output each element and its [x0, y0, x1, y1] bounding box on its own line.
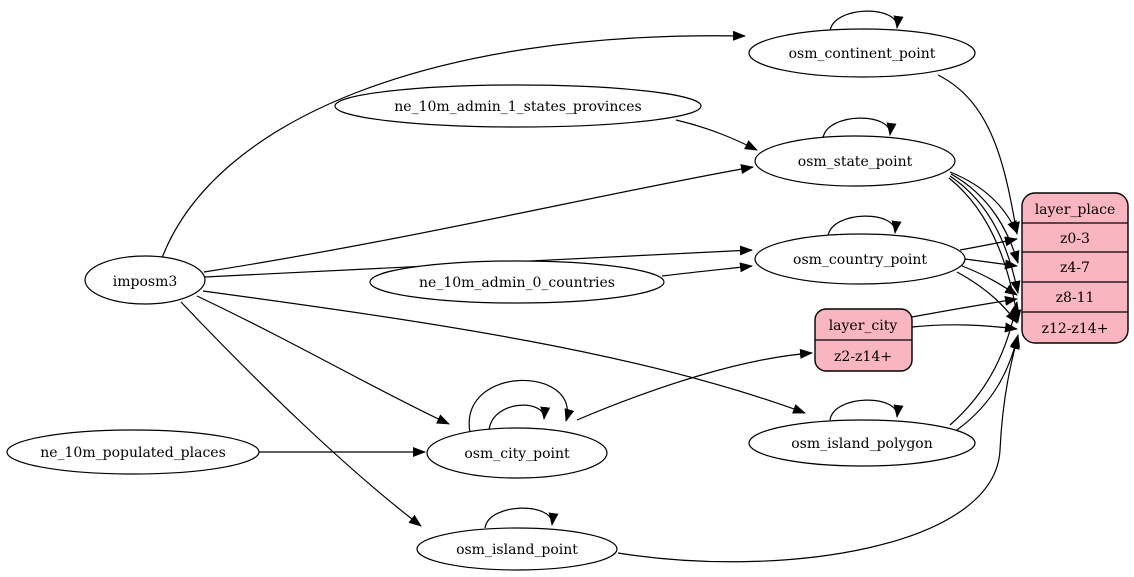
layer_place-shape [1021, 192, 1129, 344]
edge-osm_state_point-layer_place-z4-7 [950, 173, 1020, 264]
ne_10m_admin_1_states_provinces-shape [334, 84, 702, 128]
node-osm_city_point: osm_city_point [426, 427, 608, 479]
ne_10m_populated_places-shape [6, 429, 260, 475]
edge-osm_state_point-layer_place-z0-3 [949, 171, 1018, 234]
node-osm_island_point: osm_island_point [416, 527, 618, 571]
selfloop-osm_city_point-outer [468, 379, 575, 434]
node-osm_state_point: osm_state_point [754, 135, 956, 187]
layer_place-row-z0-3: z0-3 [1060, 231, 1090, 247]
selfloop-osm_island_point [484, 507, 559, 529]
selfloop-osm_island_polygon [829, 399, 904, 421]
edge-layer_city-layer_place-z12-z14 [911, 322, 1018, 333]
selfloop-osm_country_point [827, 215, 902, 237]
edge-ne_10m_admin_0_countries-osm_country_point [661, 262, 753, 277]
imposm3-label: imposm3 [113, 274, 178, 290]
osm_island_polygon-label: osm_island_polygon [791, 436, 933, 452]
selfloop-osm_continent_point [829, 10, 904, 32]
node-ne_10m_populated_places: ne_10m_populated_places [6, 429, 260, 475]
edge-osm_country_point-layer_place-z0-3 [959, 236, 1018, 251]
osm_island_polygon-shape [748, 419, 976, 467]
node-osm_island_polygon: osm_island_polygon [748, 419, 976, 467]
osm_city_point-label: osm_city_point [464, 446, 570, 462]
layer_place-title: layer_place [1035, 202, 1116, 218]
edge-layer_city-layer_place-z8-11 [911, 295, 1018, 318]
layer_place-row-z4-7: z4-7 [1060, 260, 1090, 276]
edge-imposm3-osm_island_point [180, 301, 422, 527]
edge-osm_continent_point-layer_place-z0-3 [937, 74, 1020, 235]
osm_island_point-shape [416, 527, 618, 571]
osm_city_point-shape [426, 427, 608, 479]
layer_city-title: layer_city [829, 318, 898, 334]
ne_10m_populated_places-label: ne_10m_populated_places [40, 445, 226, 461]
osm_country_point-label: osm_country_point [793, 252, 927, 268]
osm_state_point-label: osm_state_point [798, 154, 913, 170]
node-imposm3: imposm3 [84, 255, 206, 305]
layer_place-row-z8-11: z8-11 [1056, 290, 1095, 306]
edge-osm_island_point-layer_place-z12-z14 [617, 336, 1020, 563]
ne_10m_admin_1_states_provinces-label: ne_10m_admin_1_states_provinces [394, 99, 641, 115]
node-ne_10m_admin_0_countries: ne_10m_admin_0_countries [369, 260, 665, 304]
node-ne_10m_admin_1_states_provinces: ne_10m_admin_1_states_provinces [334, 84, 702, 128]
layer_place-row-z12-z14: z12-z14+ [1042, 321, 1109, 337]
edge-ne_10m_admin_1_states_provinces-osm_state_point [675, 119, 758, 151]
node-layer_place: layer_place z0-3 z4-7 z8-11 z12-z14+ [1021, 192, 1129, 344]
node-osm_country_point: osm_country_point [754, 233, 966, 285]
edge-osm_country_point-layer_place-z8-11 [961, 265, 1018, 296]
osm_continent_point-label: osm_continent_point [789, 46, 936, 62]
edge-osm_city_point-layer_city-z2-z14 [576, 348, 813, 421]
osm_island_point-label: osm_island_point [456, 542, 578, 558]
selfloop-osm_city_point-inner [488, 404, 551, 431]
selfloop-osm_state_point [822, 117, 897, 139]
osm_country_point-shape [754, 233, 966, 285]
edge-osm_country_point-layer_place-z4-7 [964, 258, 1018, 270]
ne_10m_admin_0_countries-label: ne_10m_admin_0_countries [419, 275, 615, 291]
imposm3-shape [84, 255, 206, 305]
edge-group [161, 10, 1022, 563]
edge-osm_island_polygon-layer_place-z12-z14 [956, 334, 1021, 431]
edge-imposm3-osm_city_point [196, 295, 450, 425]
edge-imposm3-osm_state_point [203, 164, 754, 273]
edge-osm_state_point-layer_place-z8-11 [949, 175, 1021, 294]
edge-osm_island_polygon-layer_place-z8-11 [949, 301, 1020, 426]
edge-imposm3-osm_continent_point [161, 30, 746, 259]
edge-imposm3-osm_island_polygon [202, 290, 806, 414]
ne_10m_admin_0_countries-shape [369, 260, 665, 304]
osm_state_point-shape [754, 135, 956, 187]
edge-osm_country_point-layer_place-z12-z14 [956, 271, 1018, 324]
node-layer_city: layer_city z2-z14+ [814, 308, 913, 372]
osm_continent_point-shape [748, 28, 976, 78]
node-osm_continent_point: osm_continent_point [748, 28, 976, 78]
layer_city-row-z2-z14: z2-z14+ [834, 349, 892, 365]
